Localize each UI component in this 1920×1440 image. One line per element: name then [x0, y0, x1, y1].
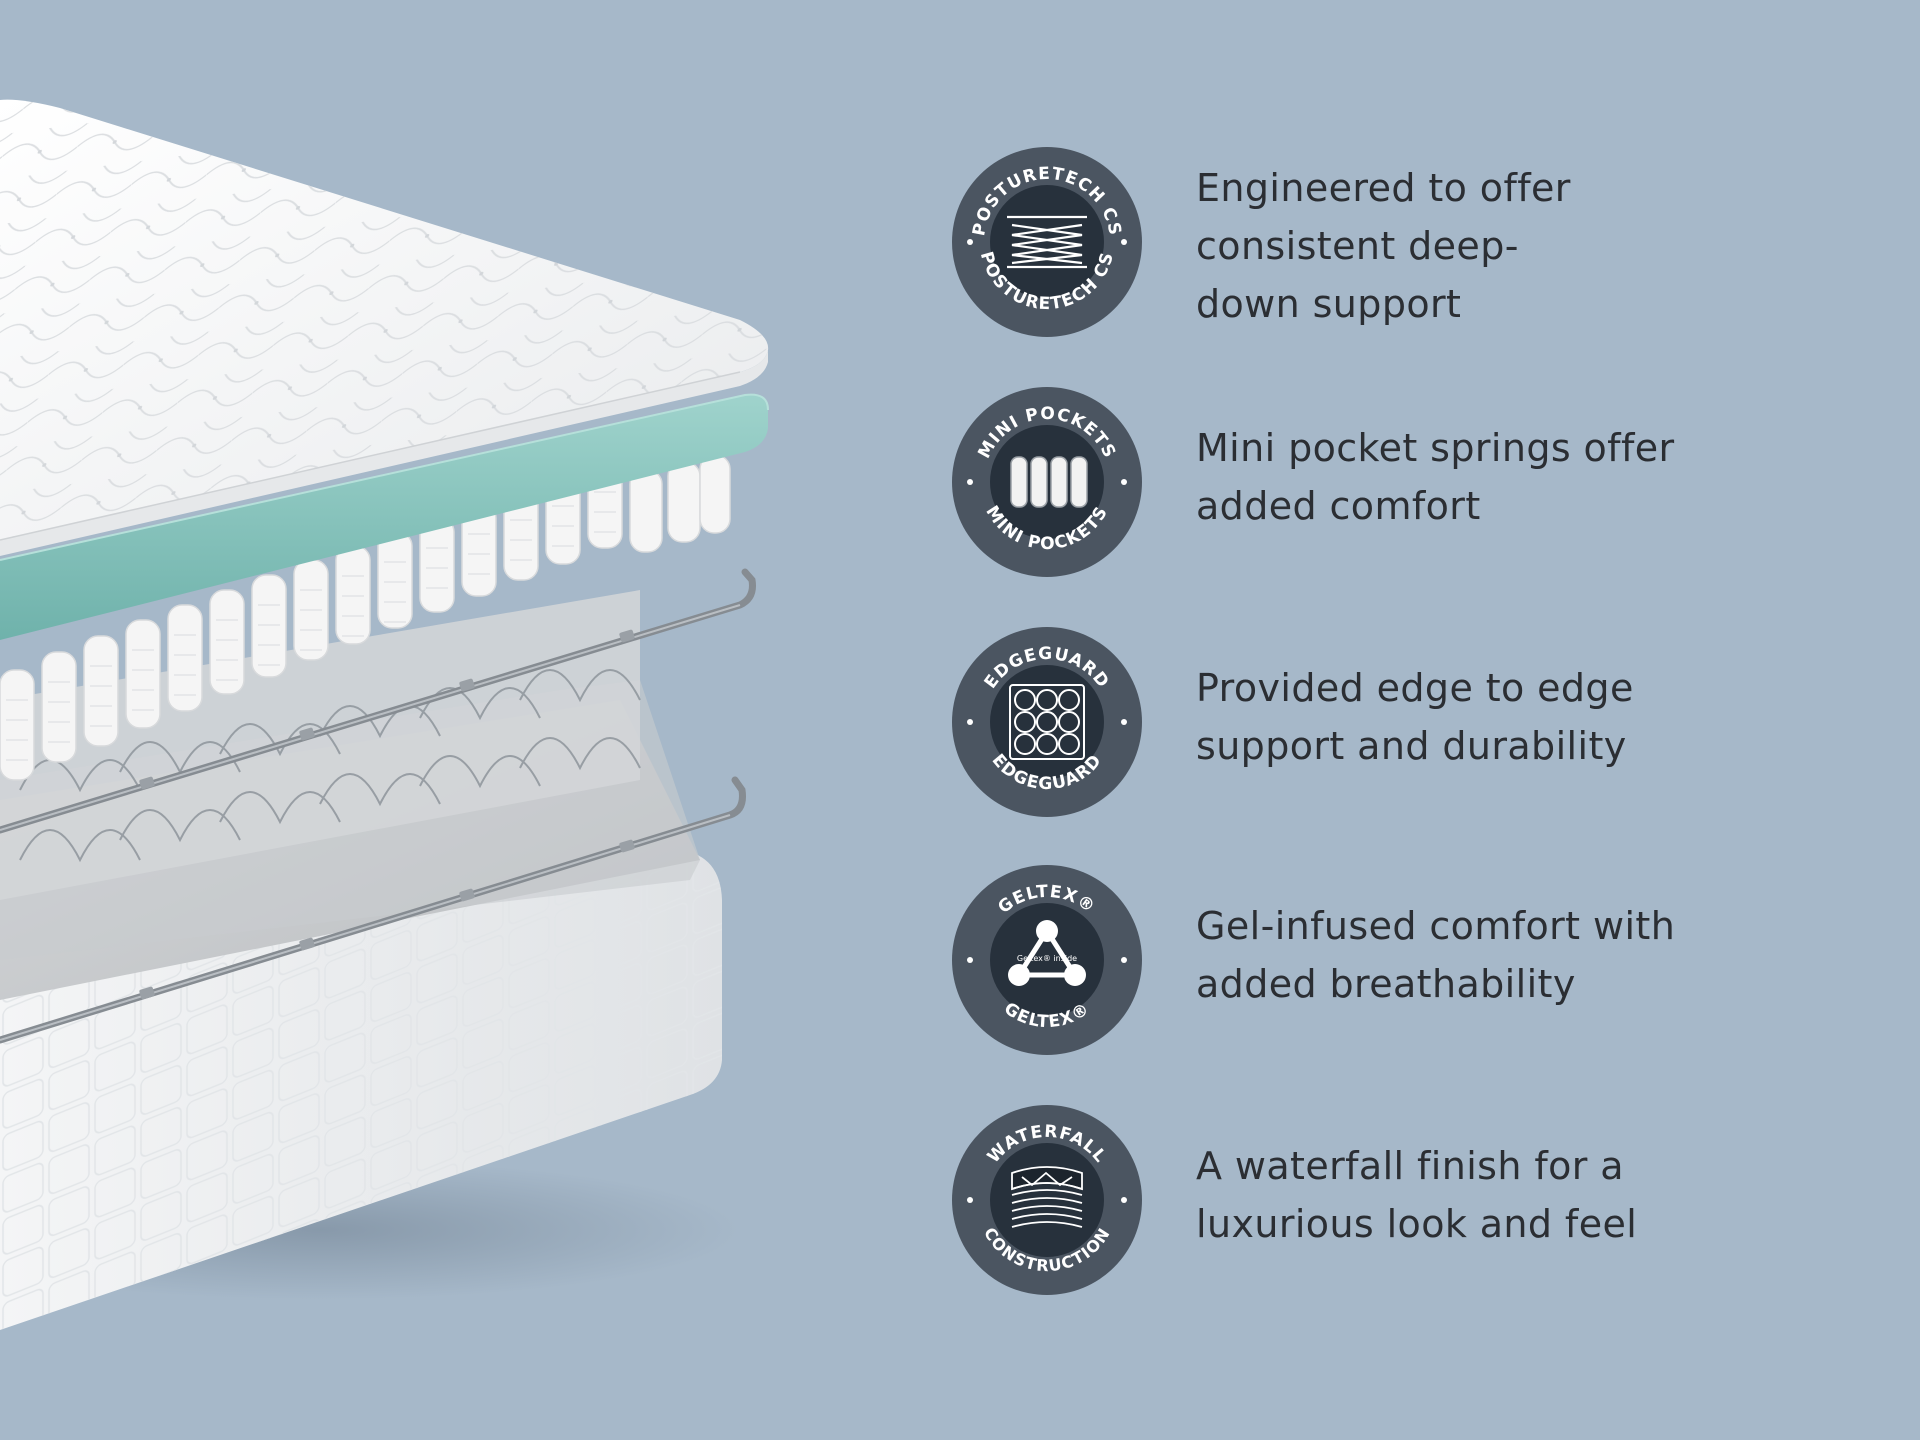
mini-pocket-springs-icon	[1010, 456, 1088, 508]
geltex-inside-caption: Geltex® inside	[1017, 954, 1077, 963]
waterfall-badge: WATERFALL CONSTRUCTION	[952, 1105, 1142, 1295]
feature-description: Provided edge to edge support and durabi…	[1196, 666, 1634, 768]
feature-description: Engineered to offer consistent deep- dow…	[1196, 166, 1571, 326]
feature-item-edgeguard: EDGEGUARD EDGEGUARD Provided edge to edg…	[950, 625, 1710, 825]
edge-grid-icon	[1009, 684, 1085, 760]
feature-item-posturetech: POSTURETECH CS POSTURETECH CS Engineered…	[950, 145, 1710, 345]
pocket-springs-row	[0, 454, 731, 781]
coil-spring-icon	[1007, 215, 1087, 269]
feature-description: A waterfall finish for a luxurious look …	[1196, 1144, 1638, 1246]
feature-item-mini-pockets: MINI POCKETS MINI POCKETS Mini pocket sp…	[950, 385, 1710, 585]
posturetech-badge: POSTURETECH CS POSTURETECH CS	[952, 147, 1142, 337]
waterfall-layers-icon	[1011, 1166, 1083, 1228]
feature-item-waterfall: WATERFALL CONSTRUCTION	[950, 1103, 1710, 1303]
geltex-triangle-icon: Geltex® inside	[1008, 920, 1086, 986]
feature-description: Gel-infused comfort with added breathabi…	[1196, 904, 1676, 1006]
mattress-cutaway-illustration	[0, 99, 769, 1330]
feature-item-geltex: GELTEX® GELTEX® Geltex® inside Gel-infus…	[950, 863, 1710, 1063]
mini-pockets-badge: MINI POCKETS MINI POCKETS	[952, 387, 1142, 577]
geltex-badge: GELTEX® GELTEX® Geltex® inside	[952, 865, 1142, 1055]
edgeguard-badge: EDGEGUARD EDGEGUARD	[952, 627, 1142, 817]
feature-description: Mini pocket springs offer added comfort	[1196, 426, 1675, 528]
